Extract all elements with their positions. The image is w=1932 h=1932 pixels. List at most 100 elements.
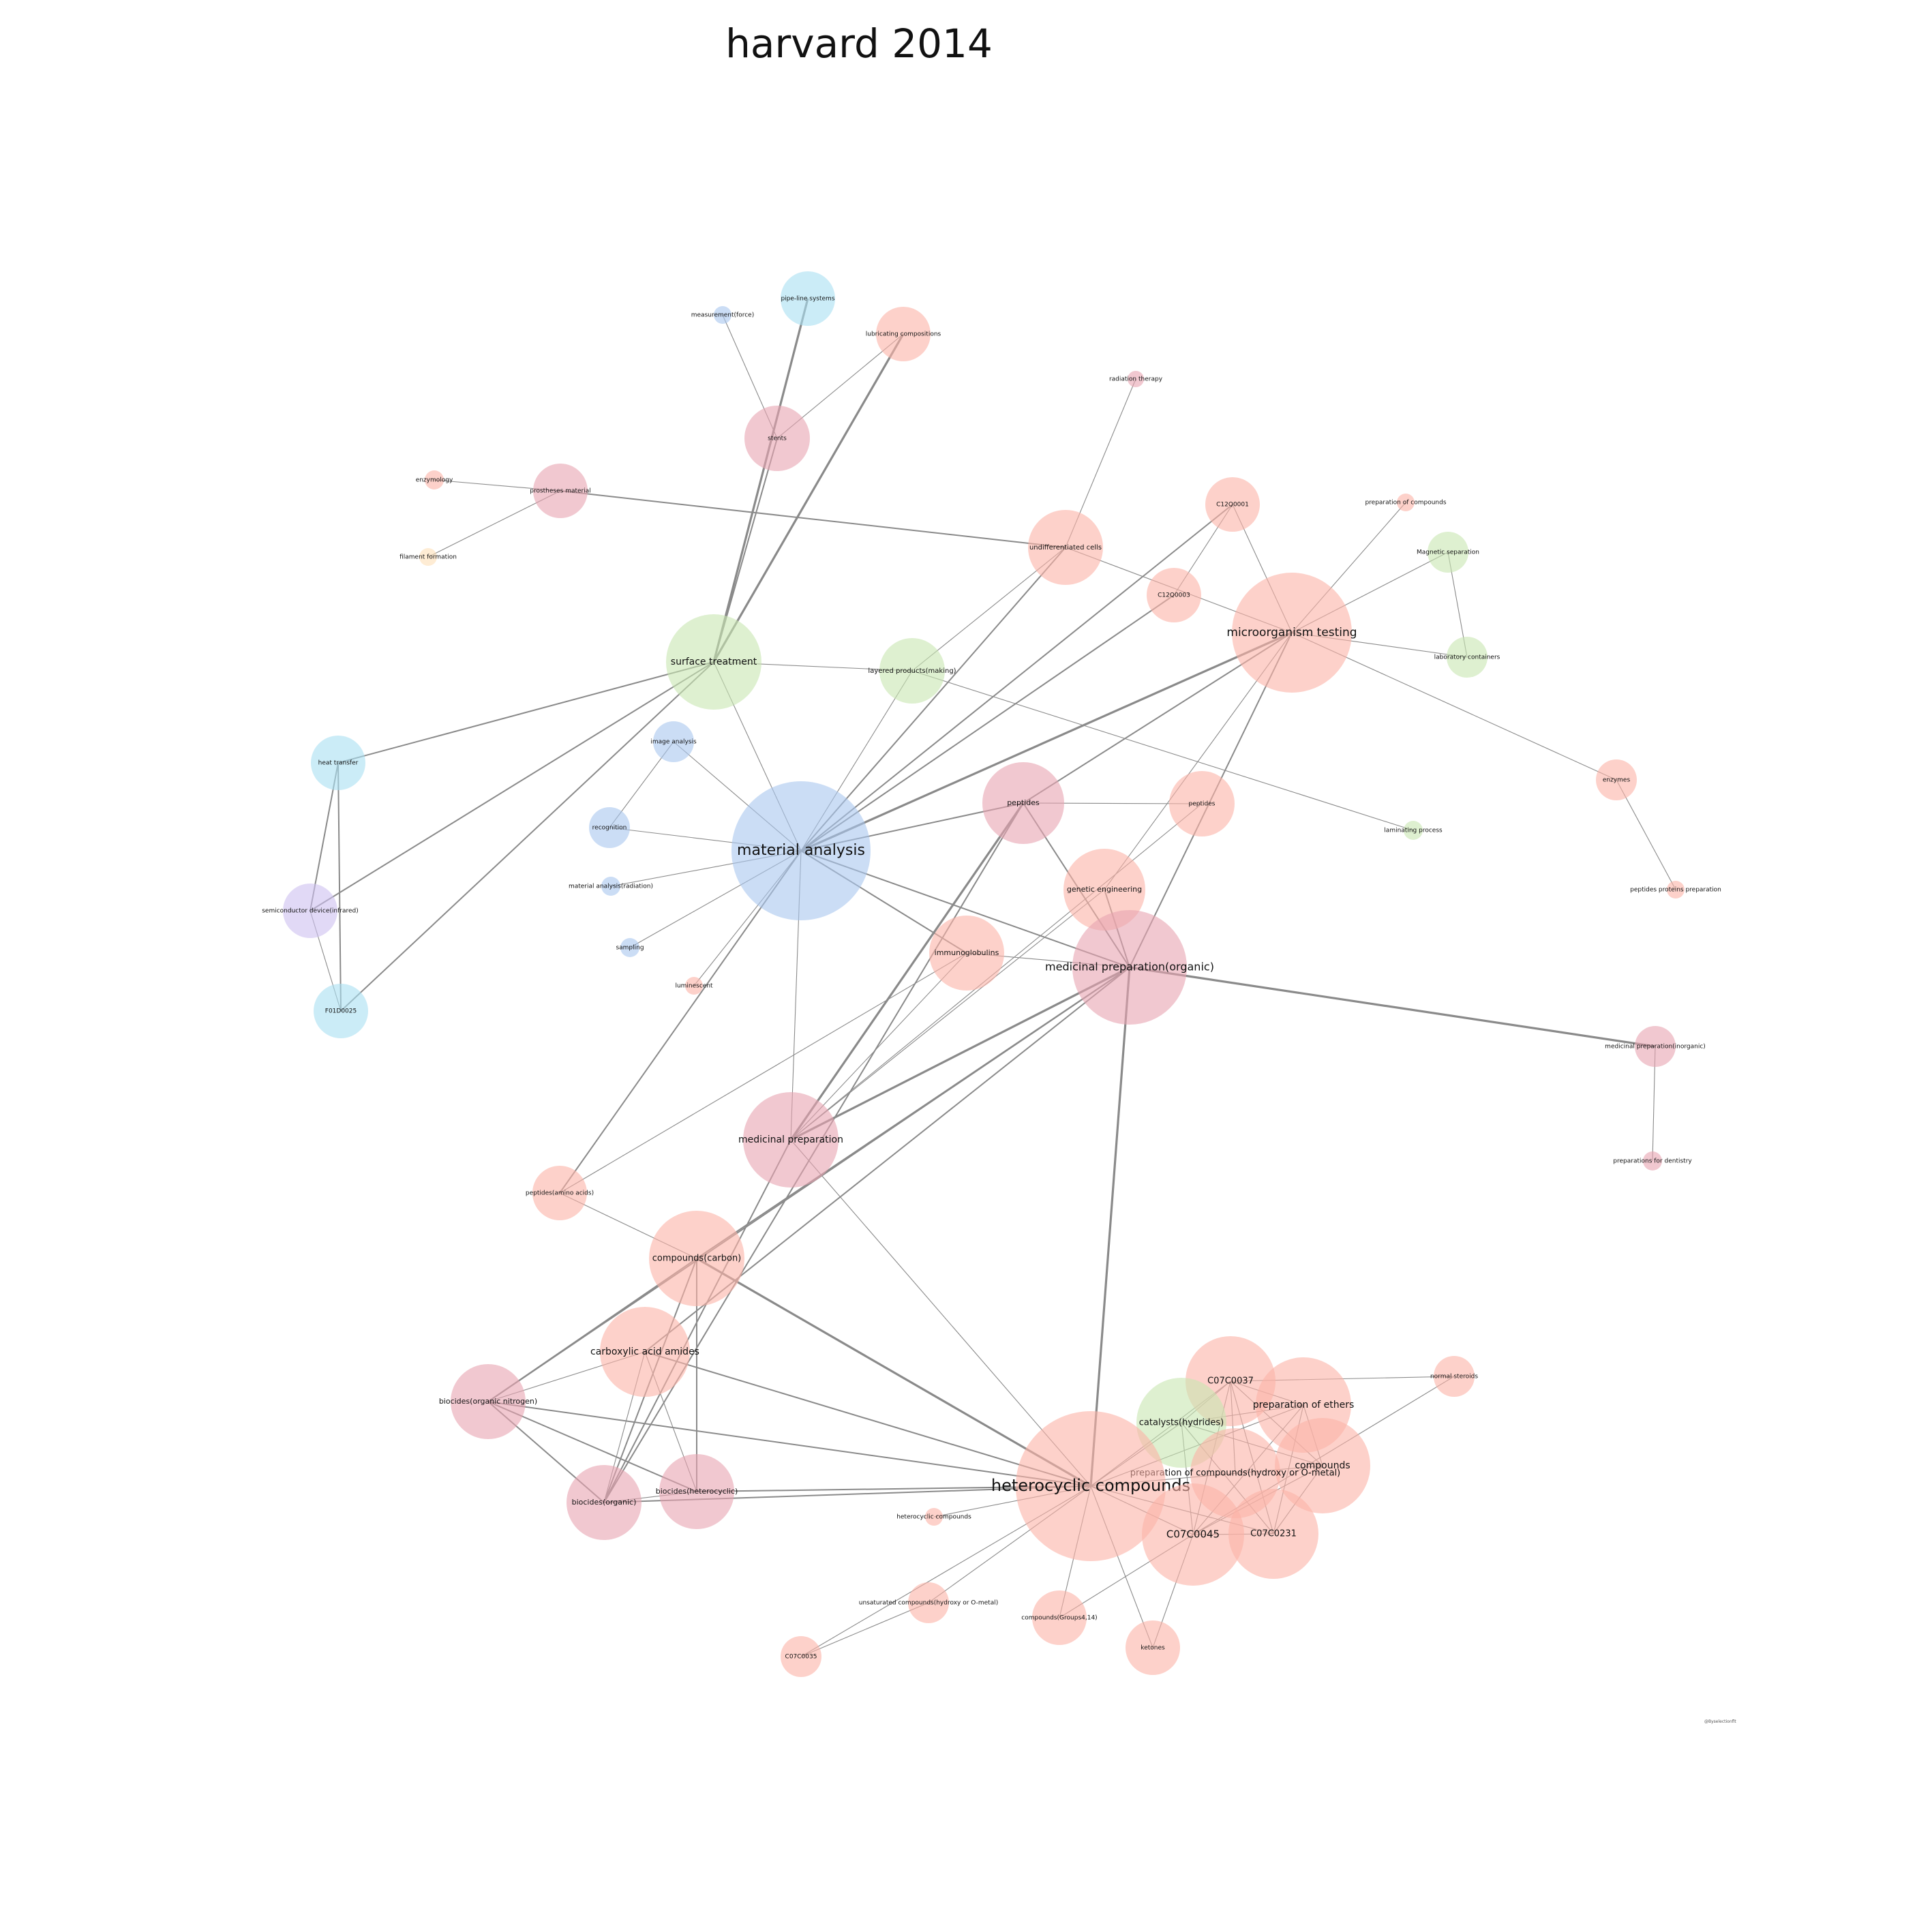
node-label-layered-products: layered products(making) [868, 667, 956, 675]
node-heterocyclic-compounds: heterocyclic compounds [991, 1411, 1190, 1561]
node-circle-prostheses-material [533, 464, 588, 518]
node-semiconductor-device: semiconductor device(infrared) [262, 884, 359, 938]
node-circle-c12q0003 [1147, 568, 1201, 622]
node-circle-medicinal-preparation-organic [1072, 910, 1187, 1025]
node-unsaturated-compounds: unsaturated compounds(hydroxy or O-metal… [859, 1582, 998, 1623]
node-circle-heat-transfer [311, 736, 365, 790]
node-label-biocides-organic: biocides(organic) [572, 1498, 637, 1507]
node-circle-c07c0231 [1228, 1489, 1318, 1579]
node-label-surface-treatment: surface treatment [671, 656, 757, 667]
diagram-title: harvard 2014 [725, 20, 993, 67]
node-laminating-process: laminating process [1384, 821, 1443, 840]
edge-prostheses-material--undifferentiated-cells [560, 490, 1066, 548]
node-immunoglobulins: immunoglobulins [929, 916, 1004, 991]
node-circle-enzymology [425, 470, 444, 489]
edge-carboxylic-acid-amides--heterocyclic-compounds [644, 1351, 1091, 1487]
node-image-analysis: image analysis [650, 721, 697, 762]
node-circle-material-analysis-radiation [601, 877, 620, 896]
node-label-peptides-salmon: peptides [1189, 801, 1216, 808]
node-label-luminescent: luminescent [675, 983, 713, 990]
nodes-layer: pipe-line systemsmeasurement(force)lubri… [262, 271, 1721, 1677]
node-circle-layered-products [879, 638, 945, 704]
edge-compounds-carbon--heterocyclic-compounds [696, 1257, 1091, 1488]
node-circle-unsaturated-compounds [908, 1582, 949, 1623]
node-biocides-heterocyclic: biocides(heterocyclic) [656, 1454, 738, 1529]
node-peptides-rose: peptides [982, 762, 1064, 844]
node-heat-transfer: heat transfer [311, 736, 365, 790]
node-circle-peptides-rose [982, 762, 1064, 844]
node-label-c07c0231: C07C0231 [1250, 1529, 1297, 1539]
node-label-compounds-carbon: compounds(carbon) [652, 1254, 742, 1264]
node-c12q0003: C12Q0003 [1147, 568, 1201, 622]
node-circle-heterocyclic-compounds [1016, 1411, 1166, 1561]
node-label-c07c0045: C07C0045 [1166, 1528, 1220, 1541]
node-label-semiconductor-device: semiconductor device(infrared) [262, 908, 359, 915]
node-label-immunoglobulins: immunoglobulins [935, 948, 999, 957]
node-layered-products: layered products(making) [868, 638, 956, 704]
node-label-ketones: ketones [1141, 1645, 1165, 1652]
node-preparations-for-dentistry: preparations for dentistry [1613, 1151, 1692, 1171]
node-biocides-organic-nitrogen: biocides(organic nitrogen) [439, 1364, 537, 1439]
node-circle-medicinal-preparation-inorganic [1635, 1026, 1676, 1067]
edge-lubricating-compositions--surface-treatment [712, 333, 905, 663]
node-f01d0025: F01D0025 [314, 984, 368, 1038]
node-microorganism-testing: microorganism testing [1226, 573, 1357, 693]
node-label-medicinal-preparation-organic: medicinal preparation(organic) [1045, 961, 1214, 973]
edge-pipe-line-systems--surface-treatment [712, 298, 809, 663]
node-peptides-proteins-preparation: peptides proteins preparation [1630, 881, 1721, 899]
node-circle-biocides-organic-nitrogen [451, 1364, 526, 1439]
edge-surface-treatment--heat-transfer [337, 661, 714, 764]
node-undifferentiated-cells: undifferentiated cells [1028, 510, 1103, 585]
edge-biocides-organic-nitrogen--biocides-heterocyclic [487, 1401, 697, 1492]
credit-text: @Byselectionflt [1704, 1719, 1736, 1724]
node-c07c0035: C07C0035 [781, 1636, 821, 1677]
node-measurement-force: measurement(force) [691, 306, 754, 324]
node-circle-c12q0001 [1205, 477, 1260, 532]
node-circle-compounds-groups [1032, 1590, 1087, 1645]
node-label-preparation-of-ethers: preparation of ethers [1253, 1400, 1355, 1410]
edge-immunoglobulins--peptides-amino-acids [559, 952, 967, 1194]
node-circle-genetic-engineering [1063, 849, 1145, 931]
node-circle-carboxylic-acid-amides [600, 1307, 690, 1397]
node-circle-c07c0045 [1142, 1483, 1244, 1586]
node-enzymes: enzymes [1596, 759, 1637, 800]
node-circle-microorganism-testing [1232, 573, 1352, 693]
node-label-peptides-rose: peptides [1007, 798, 1040, 807]
node-label-c07c0037: C07C0037 [1207, 1376, 1254, 1387]
node-medicinal-preparation-inorganic: medicinal preparation(inorganic) [1605, 1026, 1706, 1067]
node-normal-steroids: normal steroids [1430, 1356, 1478, 1397]
edge-peptides-rose--medicinal-preparation [789, 802, 1025, 1141]
node-label-biocides-organic-nitrogen: biocides(organic nitrogen) [439, 1397, 537, 1406]
node-circle-normal-steroids [1434, 1356, 1475, 1397]
node-compounds-carbon: compounds(carbon) [649, 1211, 744, 1306]
node-label-peptides-proteins-preparation: peptides proteins preparation [1630, 887, 1721, 894]
node-c07c0045: C07C0045 [1142, 1483, 1244, 1586]
edge-c12q0003--material-analysis [800, 594, 1175, 851]
edge-material-analysis--peptides-amino-acids [559, 850, 802, 1194]
node-label-filament-formation: filament formation [399, 554, 457, 561]
node-circle-magnetic-separation [1428, 532, 1468, 573]
node-enzymology: enzymology [416, 470, 453, 489]
node-circle-sampling [620, 938, 639, 957]
node-label-recognition: recognition [592, 825, 627, 832]
node-circle-preparations-for-dentistry [1643, 1151, 1662, 1171]
node-circle-c07c0035 [781, 1636, 821, 1677]
node-label-material-analysis: material analysis [737, 842, 865, 859]
edge-layered-products--laminating-process [911, 670, 1414, 831]
edge-microorganism-testing--material-analysis [800, 631, 1293, 852]
node-label-image-analysis: image analysis [650, 739, 697, 746]
node-biocides-organic: biocides(organic) [567, 1465, 642, 1540]
edge-genetic-engineering--medicinal-preparation [790, 889, 1105, 1141]
node-circle-biocides-heterocyclic [659, 1454, 734, 1529]
node-circle-measurement-force [714, 306, 731, 324]
node-sampling: sampling [616, 938, 644, 957]
node-stents: stents [744, 406, 810, 471]
node-circle-lubricating-compositions [876, 307, 931, 361]
node-c07c0231: C07C0231 [1228, 1489, 1318, 1579]
node-label-c12q0003: C12Q0003 [1158, 592, 1190, 599]
node-label-peptides-amino-acids: peptides(amino acids) [526, 1190, 594, 1197]
node-circle-laboratory-containers [1447, 637, 1488, 678]
node-circle-image-analysis [653, 721, 694, 762]
node-label-carboxylic-acid-amides: carboxylic acid amides [590, 1346, 699, 1357]
